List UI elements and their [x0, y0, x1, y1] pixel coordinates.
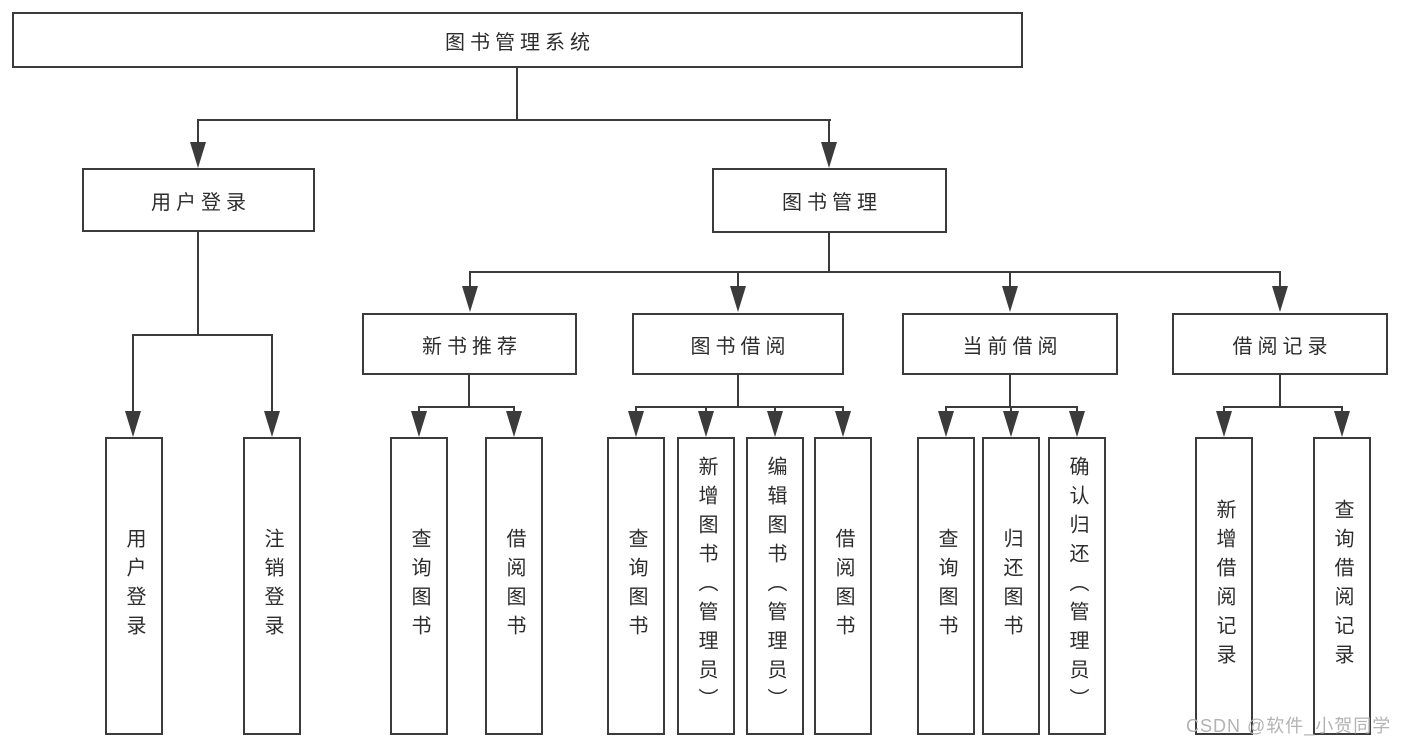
arrow-down-icon: [767, 411, 783, 437]
connector-line: [705, 406, 707, 415]
leaf-br-add-record: 新增借阅记录: [1195, 437, 1253, 735]
connector-line: [774, 406, 776, 415]
connector-line: [842, 406, 844, 415]
arrow-down-icon: [1002, 286, 1018, 312]
leaf-cb-query-book-label: 查询图书: [935, 528, 957, 644]
connector-line: [635, 406, 637, 415]
connector-line: [1009, 271, 1011, 291]
connector-line: [1341, 406, 1343, 415]
leaf-br-query-record-label: 查询借阅记录: [1331, 499, 1353, 673]
connector-line: [418, 406, 515, 408]
node-user-login-label: 用户登录: [151, 191, 251, 214]
connector-line: [1223, 406, 1343, 408]
connector-line: [1279, 375, 1281, 408]
arrow-down-icon: [1334, 411, 1350, 437]
leaf-rec-borrow-book-label: 借阅图书: [503, 528, 525, 644]
leaf-bb-query-book-label: 查询图书: [625, 528, 647, 644]
node-root-system: 图书管理系统: [12, 12, 1023, 68]
arrow-down-icon: [125, 411, 141, 437]
connector-line: [197, 119, 199, 146]
arrow-down-icon: [1003, 411, 1019, 437]
node-borrow-record: 借阅记录: [1172, 313, 1388, 375]
leaf-logout: 注销登录: [243, 437, 301, 735]
node-book-borrow-label: 图书借阅: [690, 335, 791, 358]
leaf-rec-query-book: 查询图书: [390, 437, 448, 735]
leaf-bb-edit-book: 编辑图书（管理员）: [746, 437, 804, 735]
leaf-bb-borrow-book: 借阅图书: [814, 437, 872, 735]
connector-line: [828, 233, 830, 273]
connector-line: [197, 232, 199, 336]
leaf-br-query-record: 查询借阅记录: [1313, 437, 1371, 735]
arrow-down-icon: [938, 411, 954, 437]
arrow-down-icon: [411, 411, 427, 437]
node-book-management-label: 图书管理: [782, 192, 882, 214]
leaf-bb-borrow-book-label: 借阅图书: [832, 528, 854, 644]
arrow-down-icon: [264, 411, 280, 437]
leaf-rec-query-book-label: 查询图书: [408, 528, 430, 644]
leaf-user-login-label: 用户登录: [123, 528, 145, 644]
node-current-borrow: 当前借阅: [902, 313, 1118, 375]
connector-line: [516, 68, 518, 120]
leaf-logout-label: 注销登录: [261, 528, 283, 644]
node-new-book-recommend-label: 新书推荐: [422, 335, 522, 358]
leaf-cb-return-book-label: 归还图书: [1000, 528, 1022, 644]
leaf-cb-confirm-return: 确认归还（管理员）: [1048, 437, 1106, 735]
connector-line: [132, 334, 273, 336]
connector-line: [635, 406, 844, 408]
connector-line: [828, 119, 830, 146]
arrow-down-icon: [628, 411, 644, 437]
arrow-down-icon: [1069, 411, 1085, 437]
connector-line: [1076, 406, 1078, 415]
connector-line: [271, 334, 273, 415]
connector-line: [1009, 375, 1011, 408]
node-current-borrow-label: 当前借阅: [962, 335, 1063, 358]
arrow-down-icon: [462, 286, 478, 312]
leaf-bb-query-book: 查询图书: [607, 437, 665, 735]
connector-line: [1010, 406, 1012, 415]
arrow-down-icon: [506, 411, 522, 437]
connector-line: [469, 271, 1281, 273]
leaf-bb-add-book-label: 新增图书（管理员）: [695, 455, 717, 717]
node-new-book-recommend: 新书推荐: [362, 313, 577, 375]
arrow-down-icon: [821, 142, 837, 168]
connector-line: [132, 334, 134, 415]
leaf-user-login: 用户登录: [105, 437, 163, 735]
leaf-rec-borrow-book: 借阅图书: [485, 437, 543, 735]
connector-line: [513, 406, 515, 415]
connector-line: [1223, 406, 1225, 415]
connector-line: [468, 375, 470, 408]
leaf-cb-return-book: 归还图书: [982, 437, 1040, 735]
node-book-management: 图书管理: [712, 168, 947, 233]
connector-line: [737, 271, 739, 291]
watermark: CSDN @软件_小贺同学: [1186, 716, 1392, 736]
arrow-down-icon: [1216, 411, 1232, 437]
connector-line: [197, 119, 831, 121]
node-borrow-record-label: 借阅记录: [1232, 335, 1333, 358]
arrow-down-icon: [835, 411, 851, 437]
leaf-br-add-record-label: 新增借阅记录: [1213, 499, 1235, 673]
arrow-down-icon: [698, 411, 714, 437]
leaf-cb-confirm-return-label: 确认归还（管理员）: [1066, 455, 1088, 717]
leaf-bb-edit-book-label: 编辑图书（管理员）: [764, 455, 786, 717]
node-root-label: 图书管理系统: [445, 31, 595, 54]
connector-line: [469, 271, 471, 291]
leaf-bb-add-book: 新增图书（管理员）: [677, 437, 735, 735]
connector-line: [945, 406, 947, 415]
arrow-down-icon: [1272, 286, 1288, 312]
connector-line: [737, 375, 739, 408]
arrow-down-icon: [190, 142, 206, 168]
node-book-borrow: 图书借阅: [632, 313, 844, 375]
connector-line: [1279, 271, 1281, 291]
arrow-down-icon: [730, 286, 746, 312]
node-user-login: 用户登录: [82, 168, 315, 232]
connector-line: [418, 406, 420, 415]
leaf-cb-query-book: 查询图书: [917, 437, 975, 735]
